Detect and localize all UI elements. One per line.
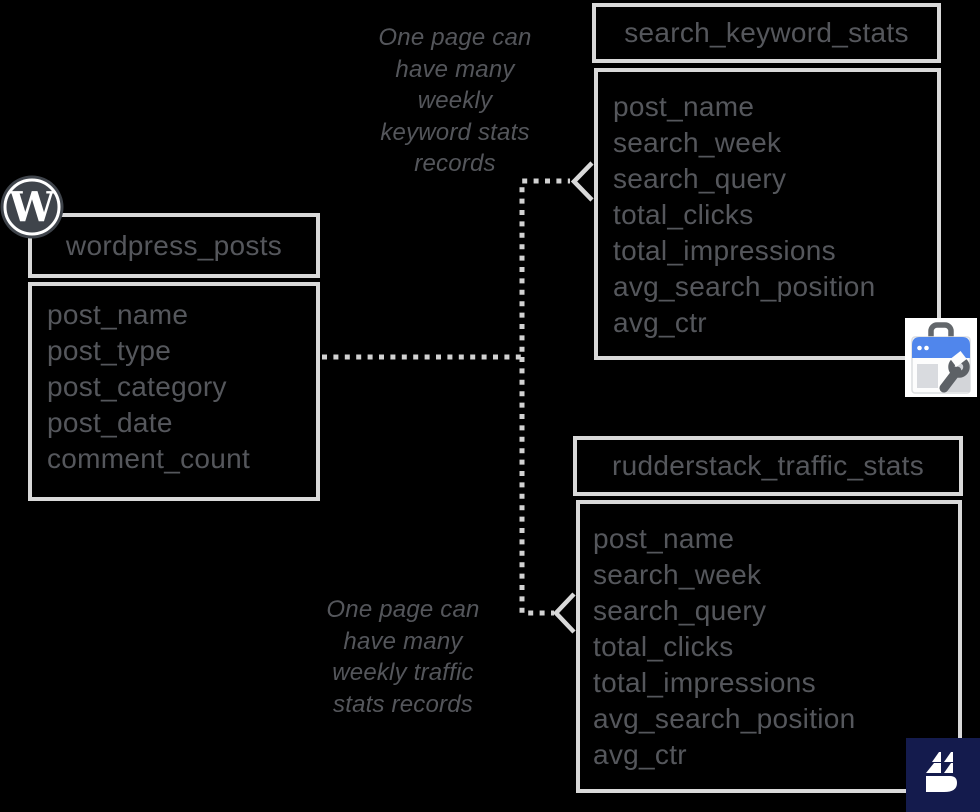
field-row: post_type xyxy=(47,335,172,366)
field-row: search_week xyxy=(593,559,762,590)
field-row: avg_ctr xyxy=(613,307,707,338)
note-line: stats records xyxy=(333,690,473,718)
entity-wordpress-posts-title-box: wordpress_posts xyxy=(28,213,320,278)
entity-title: wordpress_posts xyxy=(65,229,283,261)
note-one-to-many-keyword-stats: One page can have many weekly keyword st… xyxy=(340,22,570,180)
field-row: search_query xyxy=(593,595,767,626)
note-line: records xyxy=(414,150,496,177)
field-row: post_name xyxy=(613,91,755,122)
note-line: weekly xyxy=(417,87,493,114)
entity-rudderstack-traffic-stats-title-box: rudderstack_traffic_stats xyxy=(573,436,963,496)
field-row: total_clicks xyxy=(613,199,754,230)
field-row: post_name xyxy=(47,299,189,330)
entity-title: search_keyword_stats xyxy=(624,17,909,48)
field-row: avg_search_position xyxy=(593,703,856,734)
entity-rudderstack-traffic-stats-fields-box: post_name search_week search_query total… xyxy=(576,500,962,793)
entity-search-keyword-stats-fields-box: post_name search_week search_query total… xyxy=(594,68,941,360)
wordpress-logo-icon: W xyxy=(0,175,64,239)
field-row: post_date xyxy=(47,407,173,438)
field-row: post_category xyxy=(47,371,227,402)
rudderstack-logo-icon xyxy=(906,738,980,812)
note-line: have many xyxy=(395,55,515,83)
field-row: search_query xyxy=(613,163,787,194)
note-line: One page can xyxy=(378,24,532,51)
note-line: One page can xyxy=(326,596,480,623)
entity-wordpress-posts-fields-box: post_name post_type post_category post_d… xyxy=(28,282,320,501)
field-row: avg_ctr xyxy=(593,739,687,770)
connector-posts-to-traffic-stats xyxy=(519,357,554,616)
field-row: total_impressions xyxy=(593,667,816,698)
field-row: total_impressions xyxy=(613,235,836,266)
entity-search-keyword-stats-title-box: search_keyword_stats xyxy=(592,3,941,63)
field-row: post_name xyxy=(593,523,735,554)
entity-title: rudderstack_traffic_stats xyxy=(611,450,924,481)
google-search-console-icon xyxy=(905,318,977,397)
field-row: comment_count xyxy=(47,443,251,474)
note-line: keyword stats xyxy=(380,118,530,146)
connector-posts-to-keyword-stats xyxy=(322,178,570,360)
note-line: have many xyxy=(343,627,463,655)
field-row: total_clicks xyxy=(593,631,734,662)
note-one-to-many-traffic-stats: One page can have many weekly traffic st… xyxy=(288,594,518,720)
crows-foot-many-icon xyxy=(570,161,594,202)
field-row: search_week xyxy=(613,127,782,158)
note-line: weekly traffic xyxy=(332,659,474,686)
field-row: avg_search_position xyxy=(613,271,876,302)
svg-text:W: W xyxy=(8,183,56,231)
crows-foot-many-icon xyxy=(552,592,576,634)
